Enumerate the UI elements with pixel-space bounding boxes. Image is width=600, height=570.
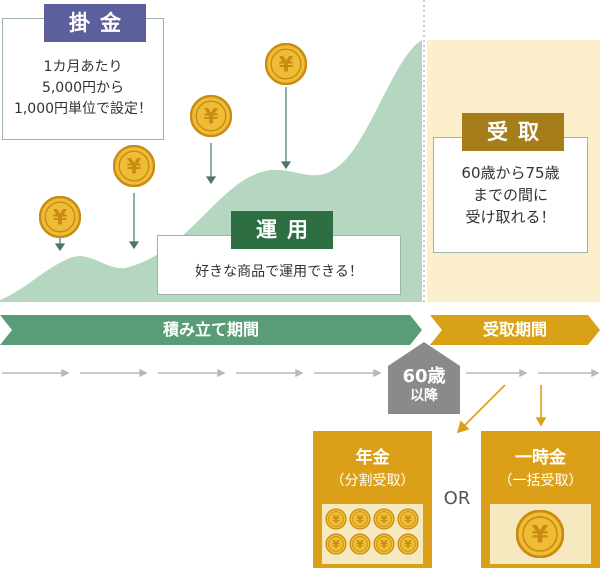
investment-tag: 運用: [231, 211, 333, 249]
age-marker-label: 60歳 以降: [388, 367, 460, 405]
option-arrows: [456, 384, 547, 434]
svg-text:¥: ¥: [332, 539, 340, 551]
small-yen-coin-icon: ¥: [325, 508, 347, 530]
investment-text: 好きな商品で運用できる！: [195, 264, 363, 280]
annuity-subtitle: （分割受取）: [330, 473, 415, 489]
svg-text:¥: ¥: [356, 539, 364, 551]
annuity-title: 年金: [355, 448, 390, 468]
small-yen-coin-icon: ¥: [349, 533, 371, 555]
accumulation-band: [0, 315, 422, 345]
withdrawal-callout: 60歳から75歳 までの間に 受け取れる！: [433, 137, 588, 253]
withdrawal-line-2: までの間に: [472, 186, 548, 204]
small-yen-coin-icon: ¥: [325, 533, 347, 555]
small-yen-coin-icon: ¥: [397, 533, 419, 555]
svg-text:¥: ¥: [279, 53, 294, 77]
small-yen-coin-icon: ¥: [373, 533, 395, 555]
svg-text:¥: ¥: [380, 539, 388, 551]
accumulation-period-label: 積み立て期間: [162, 320, 259, 339]
payout-band: [430, 315, 600, 345]
timeline-arrows: [2, 368, 600, 378]
svg-text:¥: ¥: [127, 155, 142, 179]
svg-text:¥: ¥: [380, 514, 388, 526]
contribution-line-2: 5,000円から: [41, 80, 125, 96]
or-label: OR: [443, 488, 471, 509]
lump-sum-option: 一時金 （一括受取） ¥: [481, 431, 600, 568]
coin-pointers: [54, 87, 292, 252]
age-marker-line-2: 以降: [410, 388, 438, 404]
contribution-line-1: 1カ月あたり: [43, 59, 123, 75]
yen-coin-icon: ¥: [190, 95, 232, 137]
lump-sum-subtitle: （一括受取）: [498, 473, 583, 489]
small-yen-coin-icon: ¥: [397, 508, 419, 530]
large-yen-coin-icon: ¥: [516, 510, 564, 558]
age-marker-shape: [388, 342, 460, 414]
age-marker-line-1: 60歳: [402, 366, 446, 387]
lump-sum-title: 一時金: [515, 448, 566, 468]
svg-text:¥: ¥: [404, 514, 412, 526]
small-yen-coin-icon: ¥: [349, 508, 371, 530]
svg-text:¥: ¥: [532, 521, 549, 549]
svg-text:¥: ¥: [356, 514, 364, 526]
withdrawal-tag: 受取: [462, 113, 564, 151]
yen-coin-icon: ¥: [113, 145, 155, 187]
yen-coin-icon: ¥: [39, 196, 81, 238]
contribution-tag: 掛金: [44, 4, 146, 42]
yen-coin-icon: ¥: [265, 43, 307, 85]
svg-text:¥: ¥: [204, 105, 219, 129]
withdrawal-line-1: 60歳から75歳: [461, 164, 560, 182]
contribution-line-3: 1,000円単位で設定！: [13, 101, 153, 117]
annuity-option: 年金 （分割受取） ¥ ¥ ¥ ¥ ¥ ¥ ¥ ¥: [313, 431, 432, 568]
small-yen-coin-icon: ¥: [373, 508, 395, 530]
annuity-coin-panel: ¥ ¥ ¥ ¥ ¥ ¥ ¥ ¥: [322, 504, 423, 564]
withdrawal-tag-label: 受取: [487, 120, 549, 144]
contribution-tag-label: 掛金: [69, 11, 131, 35]
investment-tag-label: 運用: [256, 218, 318, 242]
withdrawal-line-3: 受け取れる！: [465, 208, 556, 226]
lump-sum-coin-panel: ¥: [490, 504, 591, 564]
svg-text:¥: ¥: [332, 514, 340, 526]
svg-text:¥: ¥: [404, 539, 412, 551]
svg-text:¥: ¥: [53, 206, 68, 230]
payout-period-label: 受取期間: [482, 320, 547, 339]
